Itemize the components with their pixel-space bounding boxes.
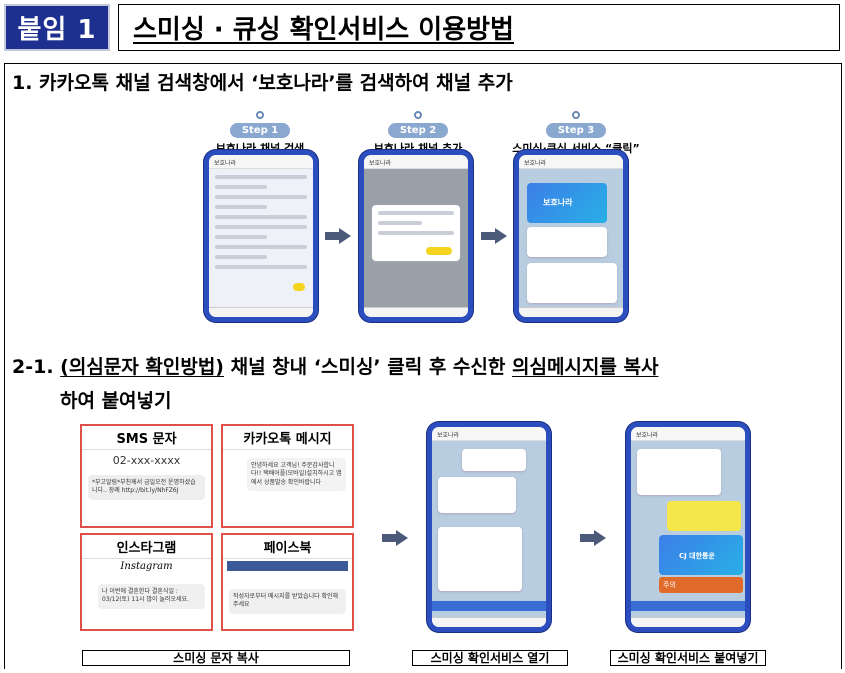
content-frame [4,63,842,669]
appendix-badge: 붙임 1 [4,4,110,51]
arrow-icon [325,228,351,244]
kakao-body: 안녕하세요 고객님! 주문감사합니다!! 택배어플(모바일)설치하시고 앱에서 … [247,458,346,492]
phone-paste-screen: 보호나라 CJ 대한통운 주의 [626,422,750,632]
sms-body: *부고알림*부친께서 금일오전 운명하셨습니다.. 장례 http://bit.… [88,475,205,500]
instagram-body: 나 이번에 결혼한다 결혼식일 : 03/12(토) 11시 많이 놀러오세요. [98,584,205,609]
facebook-bar [227,561,348,571]
facebook-source-box: 페이스북 작성자로부터 메시지를 받았습니다 확인해주세요 [221,533,354,631]
phone-search-screen: 보호나라 [204,150,318,322]
arrow-icon [481,228,507,244]
caption-open-service: 스미싱 확인서비스 열기 [412,650,568,666]
section1-heading: 1. 카카오톡 채널 검색창에서 ‘보호나라’를 검색하여 채널 추가 [12,72,513,94]
kakao-title: 카카오톡 메시지 [223,426,352,450]
step-2-pill: Step 2 [387,111,449,138]
instagram-source-box: 인스타그램 Instagram 나 이번에 결혼한다 결혼식일 : 03/12(… [80,533,213,631]
step-1-pill: Step 1 [229,111,291,138]
facebook-body: 작성자로부터 메시지를 받았습니다 확인해주세요 [229,589,346,614]
sms-source-box: SMS 문자 02-xxx-xxxx *부고알림*부친께서 금일오전 운명하셨습… [80,424,213,528]
caption-copy-sms: 스미싱 문자 복사 [82,650,350,666]
sms-title: SMS 문자 [82,426,211,450]
instagram-brand: Instagram [120,561,173,572]
sms-number: 02-xxx-xxxx [112,454,181,467]
phone-service-screen: 보호나라 보호나라 [514,150,628,322]
section2-heading-line2: 하여 붙여넣기 [60,390,172,412]
arrow-icon [382,530,408,546]
phone-open-service-screen: 보호나라 [427,422,551,632]
page-title: 스미싱 · 큐싱 확인서비스 이용방법 [118,4,840,51]
section2-heading: 2-1. (의심문자 확인방법) 채널 창내 ‘스미싱’ 클릭 후 수신한 의심… [12,356,659,378]
phone-add-channel-screen: 보호나라 [359,150,473,322]
kakao-source-box: 카카오톡 메시지 안녕하세요 고객님! 주문감사합니다!! 택배어플(모바일)설… [221,424,354,528]
instagram-title: 인스타그램 [82,535,211,559]
step-3-pill: Step 3 [545,111,607,138]
facebook-title: 페이스북 [223,535,352,559]
arrow-icon [580,530,606,546]
caption-paste: 스미싱 확인서비스 붙여넣기 [610,650,766,666]
